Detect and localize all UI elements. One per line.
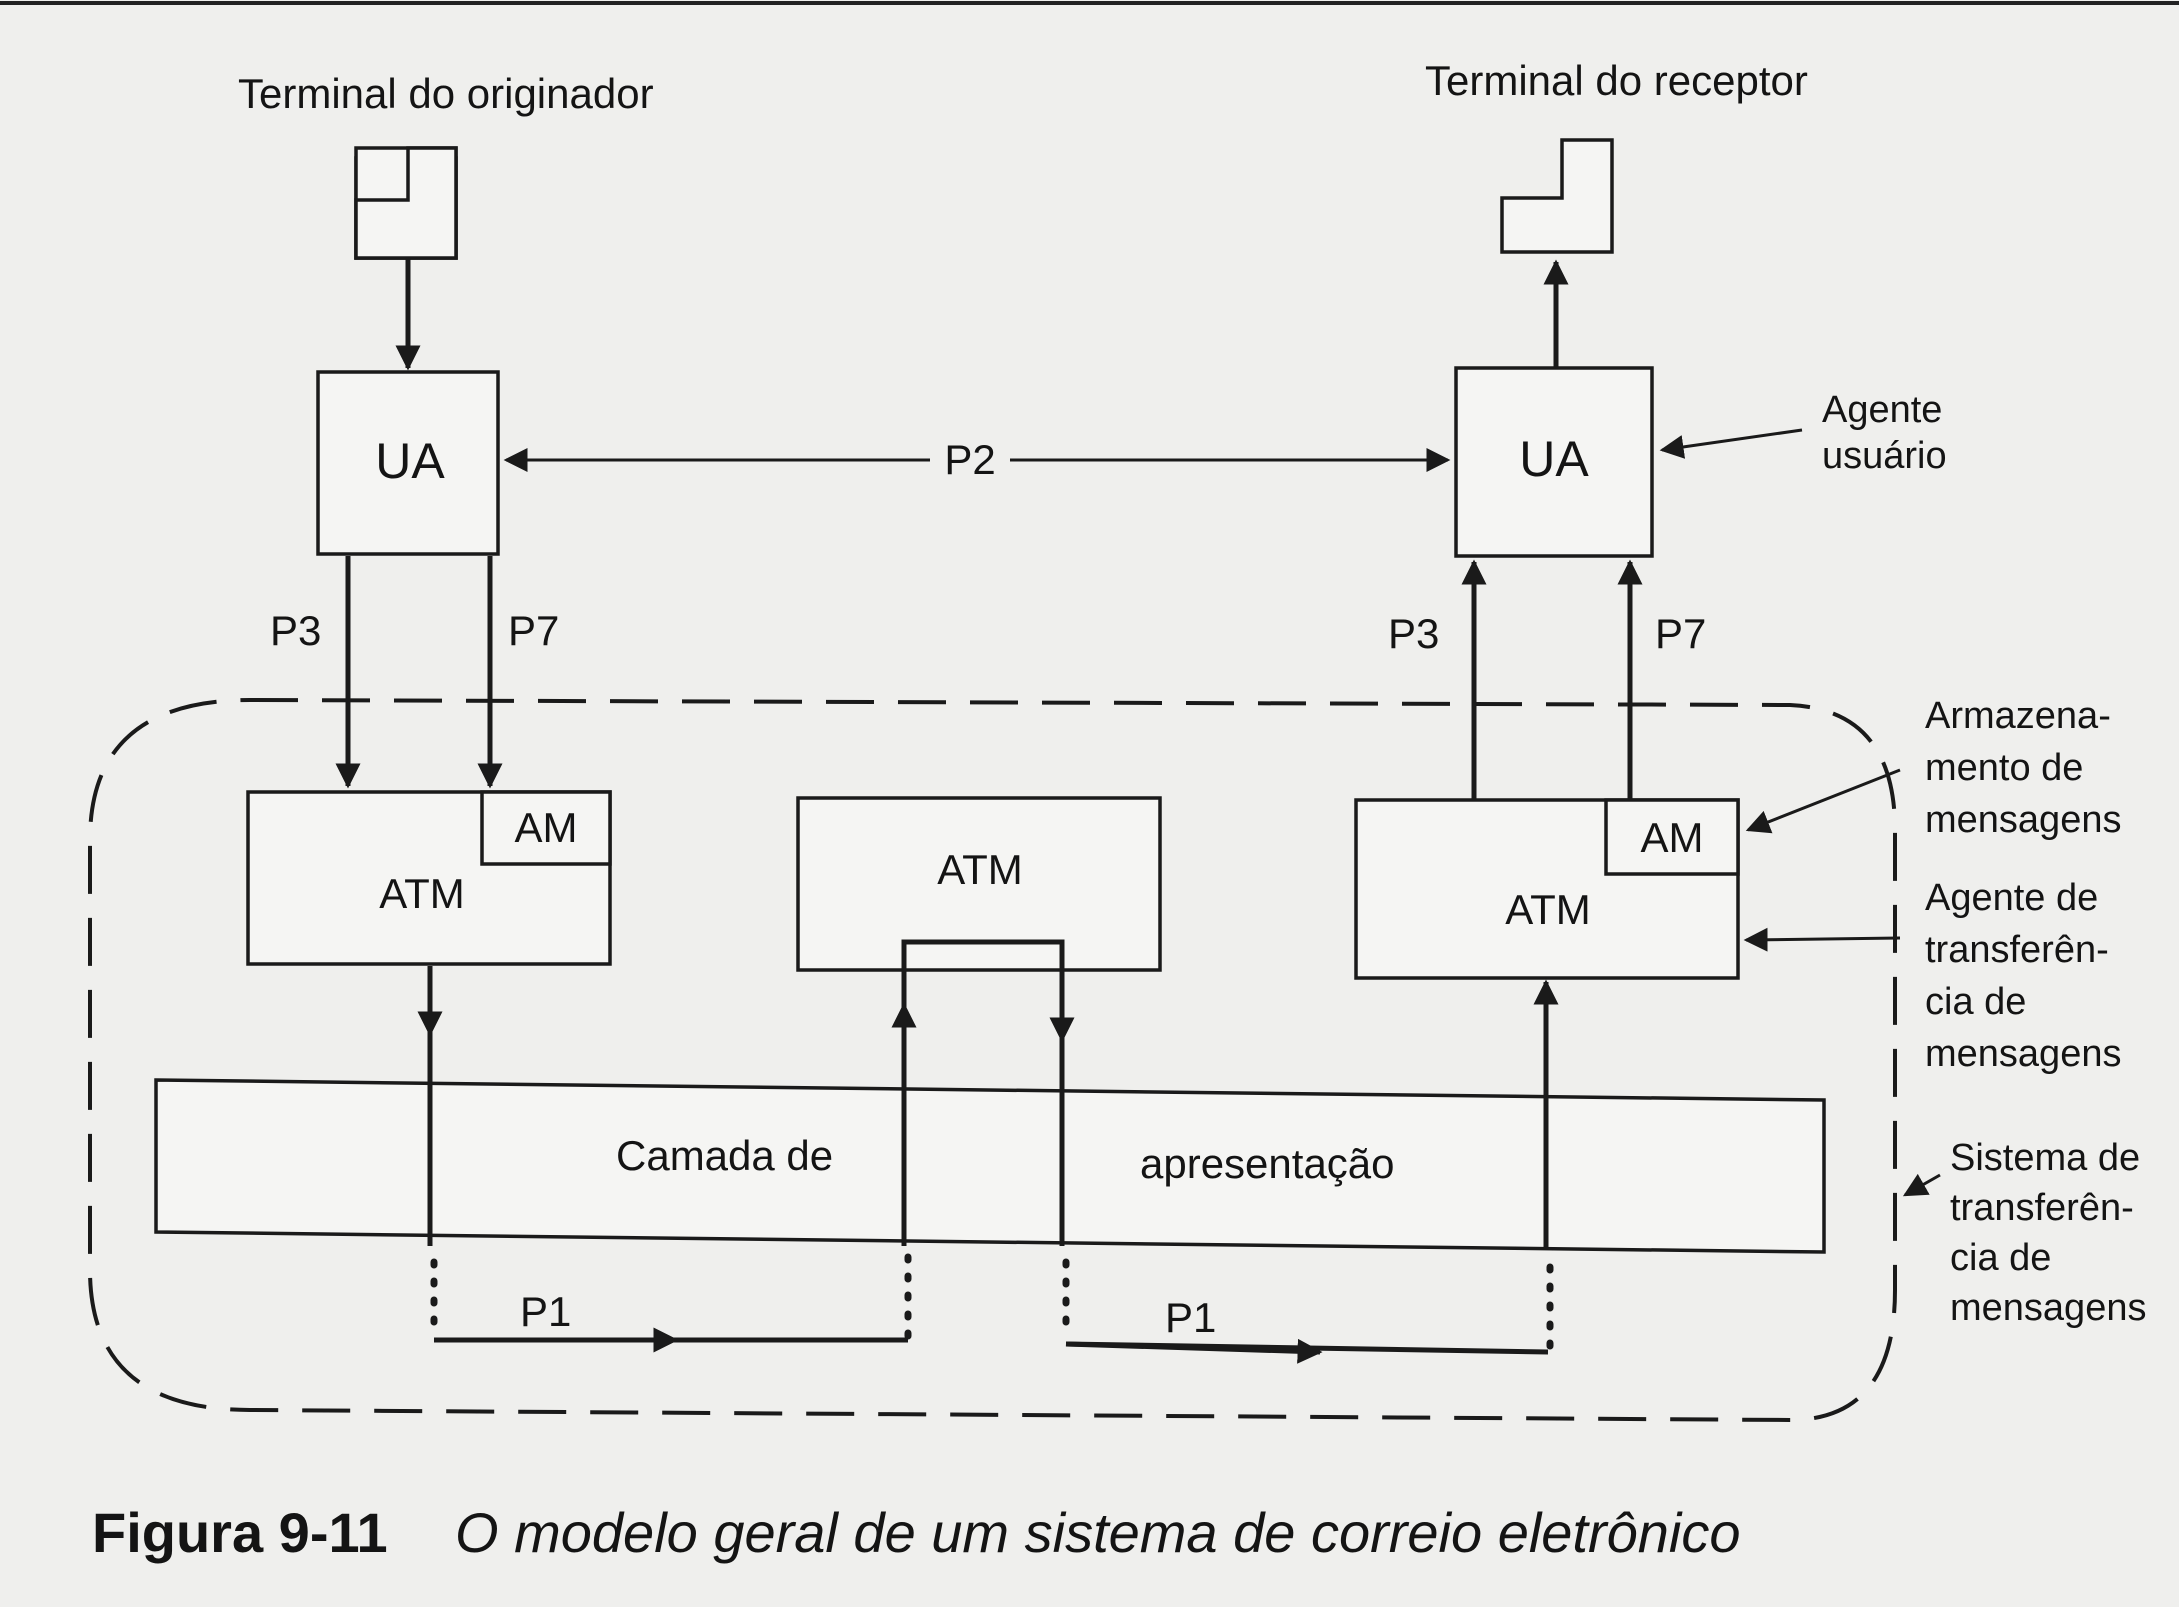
receiver-terminal-icon bbox=[1500, 138, 1614, 254]
transfer-system-pointer bbox=[1902, 1173, 1941, 1197]
origin-terminal-notch bbox=[354, 146, 458, 260]
am-right-label: AM bbox=[1641, 814, 1704, 861]
p2-label: P2 bbox=[944, 436, 995, 483]
receiver-terminal-label: Terminal do receptor bbox=[1425, 57, 1808, 104]
presentation-layer-band bbox=[154, 1078, 1826, 1254]
p3-left-label: P3 bbox=[270, 607, 321, 654]
atm-left-label: ATM bbox=[379, 870, 465, 917]
user-agent-annotation: Agente usuário bbox=[1822, 389, 1953, 477]
user-agent-pointer bbox=[1659, 428, 1803, 459]
p1-right-label: P1 bbox=[1165, 1294, 1216, 1341]
presentation-layer-label-part1: Camada de bbox=[616, 1132, 833, 1179]
ua-right-label: UA bbox=[1519, 431, 1589, 487]
p3-right-label: P3 bbox=[1388, 610, 1439, 657]
transfer-system-boundary bbox=[88, 697, 1897, 1423]
p1-right-arrow bbox=[1065, 1338, 1323, 1364]
presentation-layer-label-part2: apresentação bbox=[1140, 1140, 1395, 1187]
message-store-annotation: Armazena- mento de mensagens bbox=[1925, 695, 2121, 841]
message-store-pointer bbox=[1745, 768, 1901, 834]
ua-left-label: UA bbox=[375, 433, 445, 489]
figure-number: Figura 9-11 bbox=[92, 1501, 388, 1564]
ua-left-box bbox=[316, 370, 500, 556]
p7-right-label: P7 bbox=[1655, 610, 1706, 657]
am-left-label: AM bbox=[515, 804, 578, 851]
p7-left-label: P7 bbox=[508, 607, 559, 654]
figure-title: O modelo geral de um sistema de correio … bbox=[455, 1501, 1741, 1564]
transfer-agent-annotation: Agente de transferên- cia de mensagens bbox=[1925, 877, 2121, 1075]
origin-terminal-label: Terminal do originador bbox=[238, 70, 654, 117]
atm-middle-loop bbox=[901, 939, 1065, 1010]
ua-right-box bbox=[1454, 366, 1654, 558]
am-right-box bbox=[1604, 798, 1740, 876]
transfer-agent-pointer bbox=[1743, 927, 1901, 952]
p1-left-label: P1 bbox=[520, 1288, 571, 1335]
atm-middle-label: ATM bbox=[937, 846, 1023, 893]
am-left-box bbox=[480, 790, 612, 866]
atm-right-label: ATM bbox=[1505, 886, 1591, 933]
transfer-system-annotation: Sistema de transferên- cia de mensagens bbox=[1950, 1137, 2151, 1329]
